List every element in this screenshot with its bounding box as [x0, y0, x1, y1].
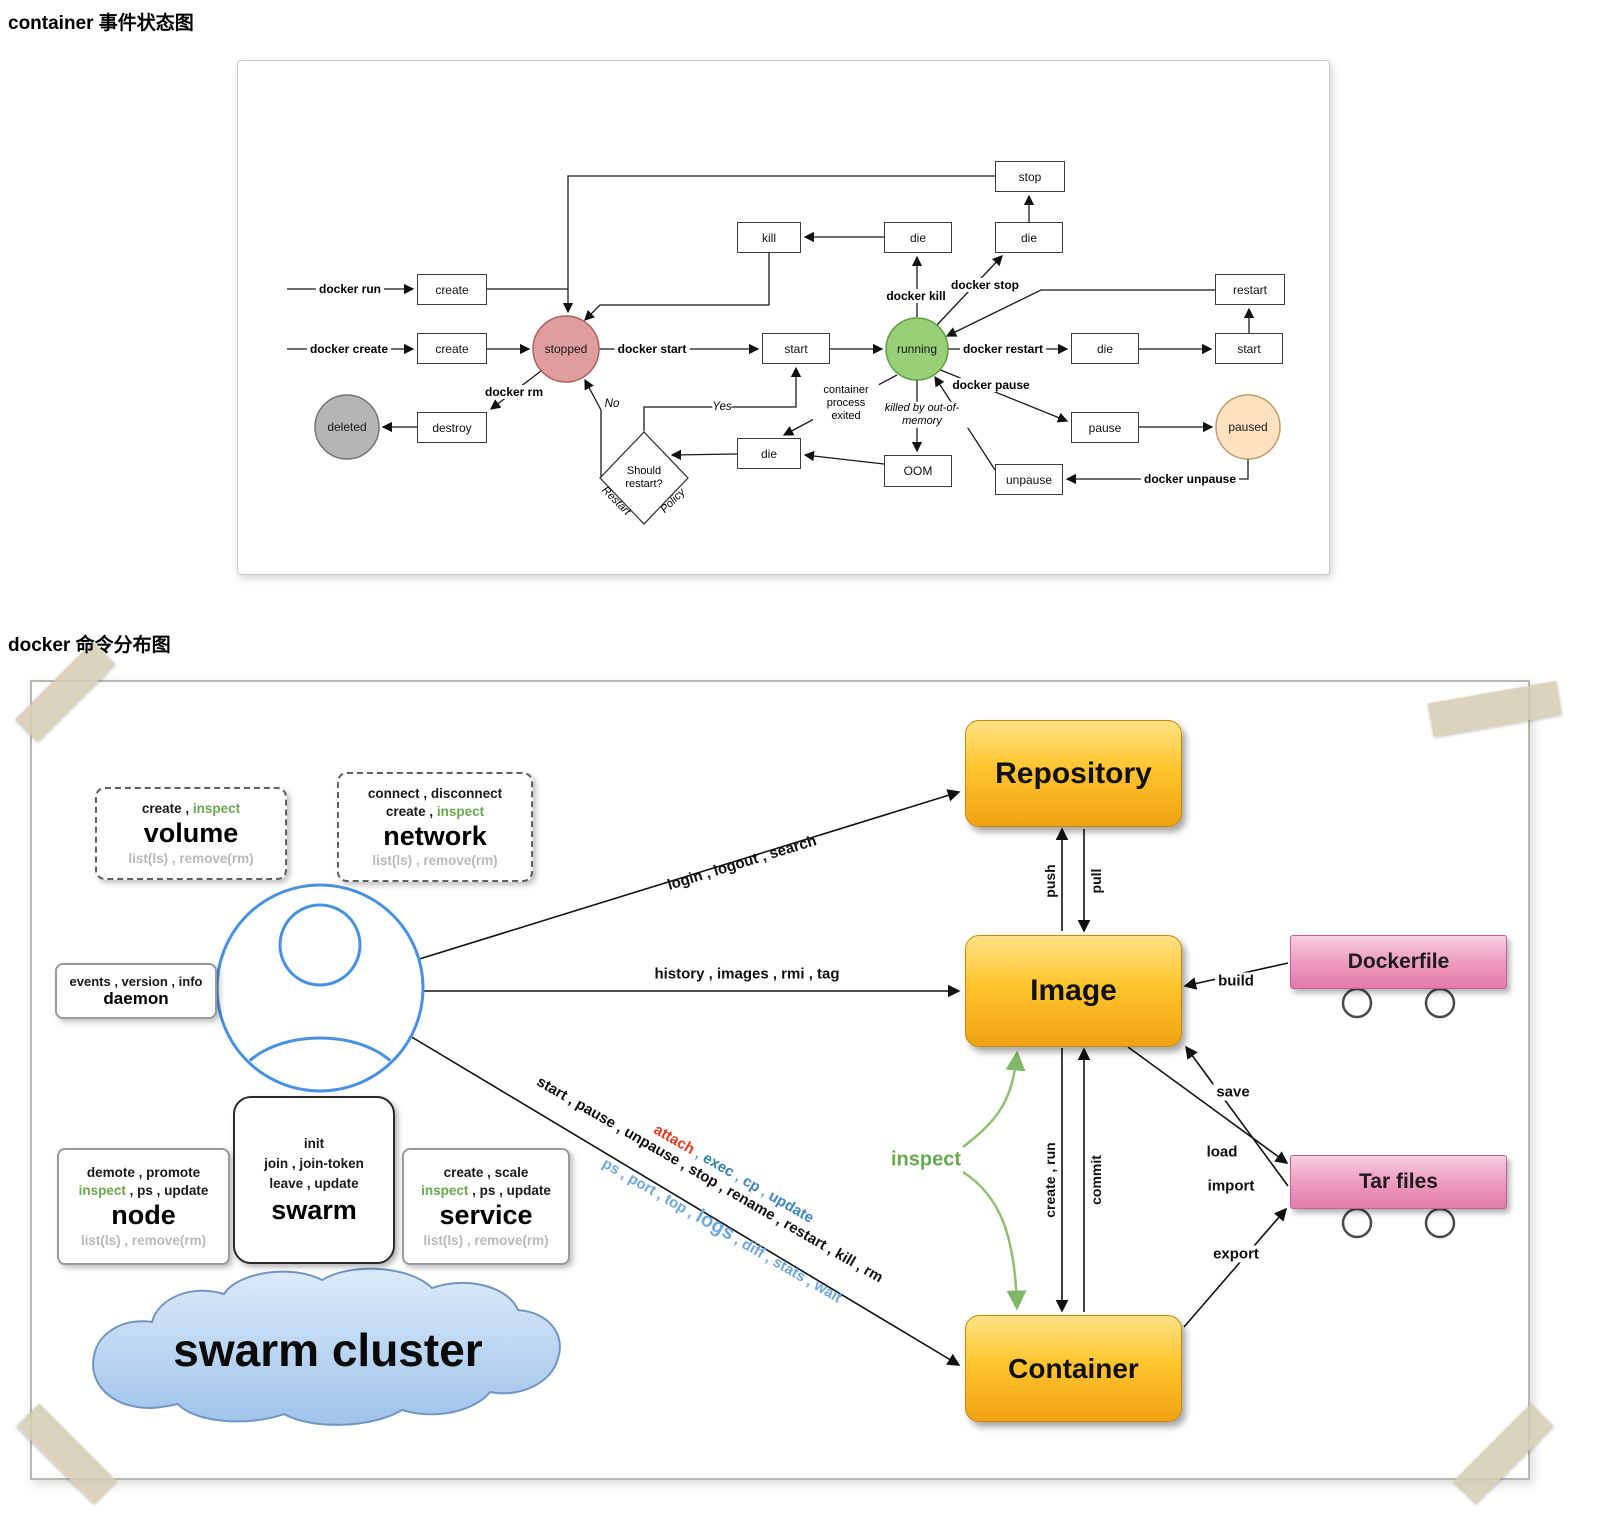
swarm-cmd-leave: leave , update — [269, 1175, 359, 1191]
daemon-title: daemon — [103, 989, 169, 1009]
node-image: Image — [965, 935, 1182, 1047]
node-dockerfile: Dockerfile — [1290, 935, 1507, 989]
node-footer: list(ls) , remove(rm) — [80, 1232, 207, 1248]
node-repository: Repository — [965, 720, 1182, 827]
edge-label-build: build — [1215, 972, 1257, 990]
daemon-commands: events , version , info — [69, 974, 203, 990]
event-box-stop: stop — [995, 161, 1065, 192]
cmd-diagram-title: docker 命令分布图 — [8, 635, 171, 656]
event-box-die-1: die — [884, 222, 952, 253]
network-cmd-inspect: inspect — [436, 803, 485, 819]
node-title: node — [111, 1200, 176, 1231]
state-label-deleted: deleted — [327, 420, 367, 434]
service-cmd-others: , ps , update — [468, 1183, 551, 1199]
edge-label-import: import — [1204, 1177, 1258, 1195]
state-diagram-panel — [237, 60, 1330, 575]
edge-label-load: load — [1203, 1143, 1241, 1161]
volume-cmd-inspect: inspect — [192, 801, 241, 817]
edge-label-docker-restart: docker restart — [959, 342, 1047, 356]
edge-label-push: push — [1042, 864, 1058, 898]
swarm-title: swarm — [271, 1194, 357, 1225]
network-cmd-create: create , — [385, 803, 437, 819]
volume-cmd-create: create , — [141, 801, 193, 817]
volume-footer: list(ls) , remove(rm) — [128, 850, 254, 866]
network-title: network — [383, 820, 487, 851]
volume-title: volume — [143, 818, 239, 849]
event-box-die-4: die — [737, 438, 801, 469]
group-swarm: init join , join-token leave , update sw… — [233, 1096, 395, 1264]
event-box-unpause: unpause — [995, 464, 1063, 495]
event-box-create: create — [417, 333, 487, 364]
edge-label-docker-unpause: docker unpause — [1140, 472, 1240, 486]
node-commands-2: inspect , ps , update — [79, 1183, 209, 1198]
state-label-running: running — [896, 342, 938, 356]
swarm-cluster-label: swarm cluster — [173, 1324, 483, 1376]
event-box-start-2: start — [1215, 333, 1283, 364]
edge-label-image-cmds: history , images , rmi , tag — [654, 965, 840, 983]
group-service: create , scale inspect , ps , update ser… — [402, 1148, 570, 1265]
note-process-exited: container process exited — [813, 384, 879, 424]
edge-label-inspect: inspect — [890, 1148, 962, 1171]
event-box-destroy: destroy — [417, 412, 487, 443]
edge-label-docker-stop: docker stop — [947, 278, 1023, 292]
decision-label: Should restart? — [625, 464, 663, 490]
edge-label-pull: pull — [1088, 868, 1104, 894]
network-commands-2: create , inspect — [386, 804, 484, 819]
network-commands-1: connect , disconnect — [367, 785, 503, 801]
group-node: demote , promote inspect , ps , update n… — [57, 1148, 230, 1265]
group-volume: create , inspect volume list(ls) , remov… — [95, 787, 287, 880]
node-tar-files: Tar files — [1290, 1155, 1507, 1209]
service-commands-1: create , scale — [443, 1165, 529, 1181]
note-oom-killed: killed by out-of-memory — [872, 401, 972, 429]
note-yes: Yes — [712, 401, 732, 413]
event-box-pause: pause — [1071, 412, 1139, 443]
edge-label-docker-rm: docker rm — [481, 385, 547, 399]
state-diagram-title: container 事件状态图 — [8, 13, 194, 34]
service-commands-2: inspect , ps , update — [421, 1183, 551, 1198]
event-box-kill: kill — [737, 222, 801, 253]
service-footer: list(ls) , remove(rm) — [423, 1232, 549, 1248]
swarm-cmd-join: join , join-token — [264, 1155, 364, 1171]
state-label-stopped: stopped — [544, 342, 588, 356]
event-box-restart: restart — [1215, 274, 1285, 305]
network-footer: list(ls) , remove(rm) — [372, 853, 498, 869]
edge-label-export: export — [1210, 1245, 1262, 1263]
node-cmd-others: , ps , update — [125, 1183, 209, 1199]
edge-label-commit: commit — [1088, 1155, 1104, 1205]
service-title: service — [439, 1200, 533, 1231]
edge-label-docker-pause: docker pause — [949, 378, 1033, 392]
edge-label-docker-run: docker run — [315, 282, 385, 296]
group-network: connect , disconnect create , inspect ne… — [337, 772, 533, 882]
state-label-paused: paused — [1228, 420, 1268, 434]
note-no: No — [604, 398, 620, 410]
edge-label-docker-start: docker start — [614, 342, 690, 356]
node-cmd-inspect: inspect — [78, 1183, 126, 1199]
event-box-oom: OOM — [884, 455, 952, 487]
event-box-create-run: create — [417, 274, 487, 305]
edge-label-docker-kill: docker kill — [883, 289, 949, 303]
group-daemon: events , version , info daemon — [55, 963, 217, 1019]
swarm-cmd-init: init — [303, 1135, 325, 1151]
event-box-start: start — [762, 333, 830, 364]
node-container: Container — [965, 1315, 1182, 1422]
volume-commands: create , inspect — [142, 801, 240, 816]
node-commands-1: demote , promote — [86, 1165, 201, 1181]
event-box-die-2: die — [995, 222, 1063, 253]
edge-label-save: save — [1213, 1083, 1253, 1101]
edge-label-create-run: create , run — [1042, 1142, 1058, 1218]
event-box-die-3: die — [1071, 333, 1139, 364]
edge-label-docker-create: docker create — [306, 342, 392, 356]
service-cmd-inspect: inspect — [421, 1183, 469, 1199]
